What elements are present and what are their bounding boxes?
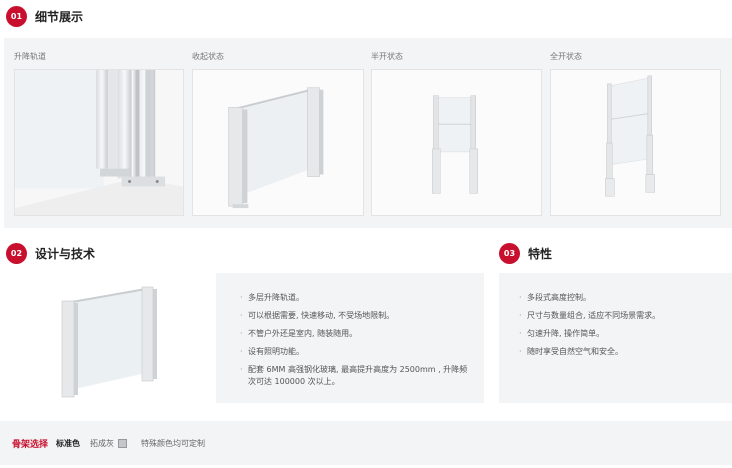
list-item: 尺寸与数量组合, 适应不同场景需求。 [519,310,724,322]
half-open-state-image [372,70,541,215]
frame-option-standard: 标准色 [56,438,81,448]
section-details-header: 01 细节展示 [6,6,83,27]
list-item: 配套 6MM 高强钢化玻璃, 最高提升高度为 2500mm , 升降频次可达 1… [240,364,470,388]
card-full-open [550,69,721,216]
card-label-half-open: 半开状态 [371,52,403,61]
card-label-full-open: 全开状态 [550,52,582,61]
section-design-header: 02 设计与技术 [6,243,95,264]
list-item: 随时享受自然空气和安全。 [519,346,724,358]
design-product-image-box [4,273,216,403]
rail-closeup-image [15,70,183,215]
list-item: 可以根据需要, 快速移动, 不受场地限制。 [240,310,470,322]
card-closed [192,69,364,216]
frame-selection-title: 骨架选择 [12,439,49,450]
frame-selection-bar: 骨架选择 标准色 拓成灰 特殊颜色均可定制 [0,421,732,465]
section-title: 特性 [528,247,553,261]
list-item: 多段式高度控制。 [519,292,724,304]
closed-state-image [193,70,363,215]
section-features-header: 03 特性 [499,243,552,264]
card-label-rail: 升降轨道 [14,52,46,61]
section-number-badge: 03 [499,243,520,264]
section-title: 设计与技术 [35,247,96,261]
list-item: 不管户外还是室内, 随装随用。 [240,328,470,340]
list-item: 多层升降轨道。 [240,292,470,304]
features-list: 多段式高度控制。 尺寸与数量组合, 适应不同场景需求。 匀速升降, 操作简单。 … [519,292,724,364]
card-half-open [371,69,542,216]
card-rail [14,69,184,216]
gray-color-swatch [118,438,128,448]
section-number-badge: 02 [6,243,27,264]
card-label-closed: 收起状态 [192,52,224,61]
full-open-state-image [551,70,720,215]
custom-color-note: 特殊颜色均可定制 [141,438,206,448]
design-product-image [4,273,216,403]
list-item: 设有照明功能。 [240,346,470,358]
section-title: 细节展示 [35,10,84,24]
design-points-list: 多层升降轨道。 可以根据需要, 快速移动, 不受场地限制。 不管户外还是室内, … [240,292,470,394]
frame-option-gray: 拓成灰 [90,438,115,448]
section-number-badge: 01 [6,6,27,27]
list-item: 匀速升降, 操作简单。 [519,328,724,340]
